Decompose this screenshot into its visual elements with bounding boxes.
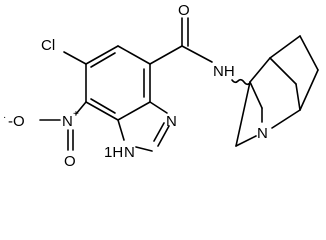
atom-amide-nh: NH: [213, 63, 235, 80]
atom-quinuclidine-n: N: [257, 125, 268, 142]
atom-imidazole-1h: 1H: [104, 144, 123, 161]
nitro-n-charge: +: [73, 109, 79, 120]
bond-carbonyl-n: [181, 45, 213, 63]
bond-c2-n1: [135, 146, 153, 152]
bond-c3-c4: [249, 57, 271, 83]
bond-c6-c5: [85, 45, 119, 65]
bond-c4-bridge-a: [269, 35, 301, 59]
bond-ch2-left-up: [235, 81, 251, 147]
quinuclidine-cage: [231, 35, 319, 147]
imidazole-ring: [117, 101, 170, 152]
structure-canvas: O Cl NH N + · -O O N 1H N N: [3, 2, 319, 170]
atom-nitro-n: N: [62, 113, 73, 130]
bond-back-c: [295, 83, 301, 111]
bond-bridge-a-b: [299, 35, 319, 71]
atom-imidazole-n1: N: [124, 144, 135, 161]
bond-c7-nitro: [75, 101, 87, 115]
bond-c5-c4: [117, 45, 151, 65]
bond-c3a-n3: [149, 101, 168, 114]
wavy-bond-nh-c3: [231, 78, 251, 86]
bond-bridge-c-n: [271, 109, 301, 129]
bond-c3a-c7a: [117, 101, 151, 121]
bond-c4-carbonyl: [149, 45, 183, 65]
bond-n1-c7a: [117, 119, 125, 141]
bond-n3-c2: [157, 125, 170, 147]
bond-bridge-b-c: [299, 69, 319, 111]
bond-c3-c2: [249, 81, 263, 109]
carboxamide-group: [149, 17, 213, 65]
benzene-ring: [85, 45, 151, 121]
atom-o-carbonyl: O: [178, 2, 190, 19]
double-bond-c6-c5: [90, 52, 116, 68]
double-bond-n3-c2: [153, 122, 165, 142]
double-bond-c7a-c7: [90, 98, 116, 114]
atom-nitro-o-left: -O: [8, 113, 25, 130]
bond-n-ch2-left: [235, 135, 257, 147]
bond-c7a-c7: [85, 101, 119, 121]
atom-chlorine: Cl: [41, 37, 55, 54]
atom-imidazole-n3: N: [166, 113, 177, 130]
bond-c4-back: [269, 57, 297, 85]
bond-c6-cl: [63, 51, 87, 65]
molecule-drawing: O Cl NH N + · -O O N 1H N N: [3, 2, 319, 170]
atom-nitro-o-bottom: O: [64, 153, 76, 170]
nitro-o-radical-dot: ·: [3, 112, 6, 123]
